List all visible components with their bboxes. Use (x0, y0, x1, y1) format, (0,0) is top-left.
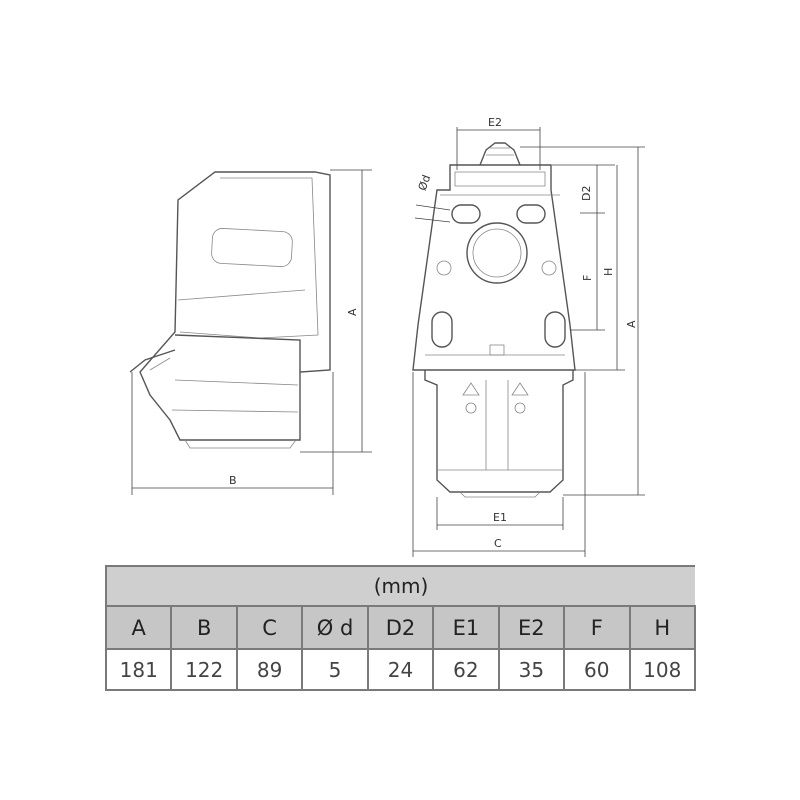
col-header: H (628, 605, 696, 650)
technical-drawing: A B E2 Ød D2 F H A E1 (129, 116, 645, 557)
dim-label-F: F (581, 275, 594, 281)
dim-label-H: H (602, 268, 615, 276)
cell-value: 35 (497, 648, 566, 691)
dim-label-E1: E1 (493, 511, 507, 524)
cell-value: 122 (170, 648, 238, 691)
cell-value: 108 (628, 648, 696, 691)
dim-label-d: Ød (416, 173, 434, 192)
value-row: 181 122 89 5 24 62 35 60 108 (104, 648, 696, 691)
cell-value: 62 (432, 648, 500, 691)
cell-value: 24 (366, 648, 435, 691)
col-header: A (104, 605, 173, 650)
dim-label-E2: E2 (488, 116, 502, 129)
col-header: B (170, 605, 238, 650)
dim-label-A: A (346, 308, 359, 316)
cell-value: 181 (104, 648, 173, 691)
side-view: A B (129, 169, 372, 495)
cell-value: 89 (235, 648, 304, 691)
col-header: F (563, 605, 631, 650)
col-header: C (235, 605, 304, 650)
dim-label-A-front: A (625, 320, 638, 328)
col-header: D2 (366, 605, 435, 650)
col-header: E2 (497, 605, 566, 650)
dim-label-C: C (494, 537, 502, 550)
dim-label-D2: D2 (580, 186, 593, 201)
front-view: E2 Ød D2 F H A E1 C (412, 116, 645, 557)
header-row: A B C Ø d D2 E1 E2 F H (104, 605, 696, 650)
col-header: E1 (432, 605, 500, 650)
dimensions-table: (mm) A B C Ø d D2 E1 E2 F H 181 122 89 5… (104, 565, 696, 691)
col-header: Ø d (301, 605, 369, 650)
dim-label-B: B (229, 474, 237, 487)
unit-header: (mm) (105, 565, 695, 607)
cell-value: 60 (563, 648, 631, 691)
cell-value: 5 (301, 648, 369, 691)
